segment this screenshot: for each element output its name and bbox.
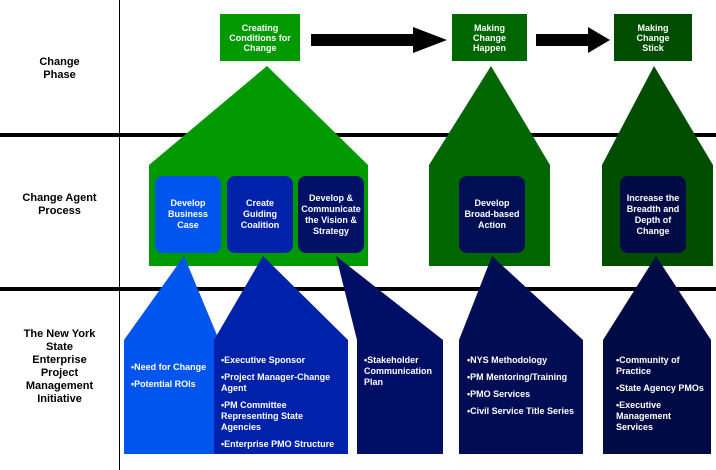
process-develop-vision: Develop & Communicate the Vision & Strat…	[298, 176, 364, 253]
list-item: •NYS Methodology	[467, 355, 548, 365]
initiative-list-3: •Stakeholder Communication Plan	[364, 355, 438, 394]
initiative-list-5: •Community of Practice •State Agency PMO…	[616, 355, 708, 439]
list-item: •Enterprise PMO Structure	[221, 439, 335, 449]
row-divider-1	[0, 133, 716, 137]
column-divider	[119, 0, 120, 470]
row-label-change-agent-process: Change Agent Process	[22, 192, 97, 217]
phase-making-happen: Making Change Happen	[452, 14, 527, 61]
initiative-list-1: •Need for Change •Potential ROIs	[131, 362, 211, 396]
list-item: •State Agency PMOs	[616, 383, 704, 393]
list-item: •PMO Services	[467, 389, 531, 399]
process-create-guiding-coalition: Create Guiding Coalition	[227, 176, 293, 253]
list-item: •Civil Service Title Series	[467, 406, 575, 416]
phase-making-stick: Making Change Stick	[614, 14, 692, 61]
row-label-initiative: The New York State Enterprise Project Ma…	[23, 328, 96, 405]
list-item: •Community of Practice	[616, 355, 680, 376]
list-item: •PM Committee Representing State Agencie…	[221, 400, 304, 432]
list-item: •Executive Management Services	[616, 400, 672, 432]
list-item: •Need for Change	[131, 362, 207, 372]
list-item: •PM Mentoring/Training	[467, 372, 568, 382]
list-item: •Stakeholder Communication Plan	[364, 355, 433, 387]
arrow-2	[536, 27, 610, 53]
process-increase-breadth: Increase the Breadth and Depth of Change	[620, 176, 686, 253]
phase-creating-conditions: Creating Conditions for Change	[220, 14, 300, 61]
house-init-1	[124, 256, 219, 454]
list-item: •Project Manager-Change Agent	[221, 372, 331, 393]
house-init-3	[336, 256, 443, 454]
arrow-1	[311, 27, 447, 53]
row-label-change-phase: Change Phase	[39, 56, 80, 81]
list-item: •Potential ROIs	[131, 379, 196, 389]
house-init-4	[459, 256, 583, 454]
initiative-list-4: •NYS Methodology •PM Mentoring/Training …	[467, 355, 579, 423]
house-init-2	[214, 256, 348, 454]
house-init-5	[603, 256, 711, 454]
list-item: •Executive Sponsor	[221, 355, 306, 365]
process-develop-business-case: Develop Business Case	[155, 176, 221, 253]
initiative-list-2: •Executive Sponsor •Project Manager-Chan…	[221, 355, 345, 456]
process-broad-based-action: Develop Broad-based Action	[459, 176, 525, 253]
